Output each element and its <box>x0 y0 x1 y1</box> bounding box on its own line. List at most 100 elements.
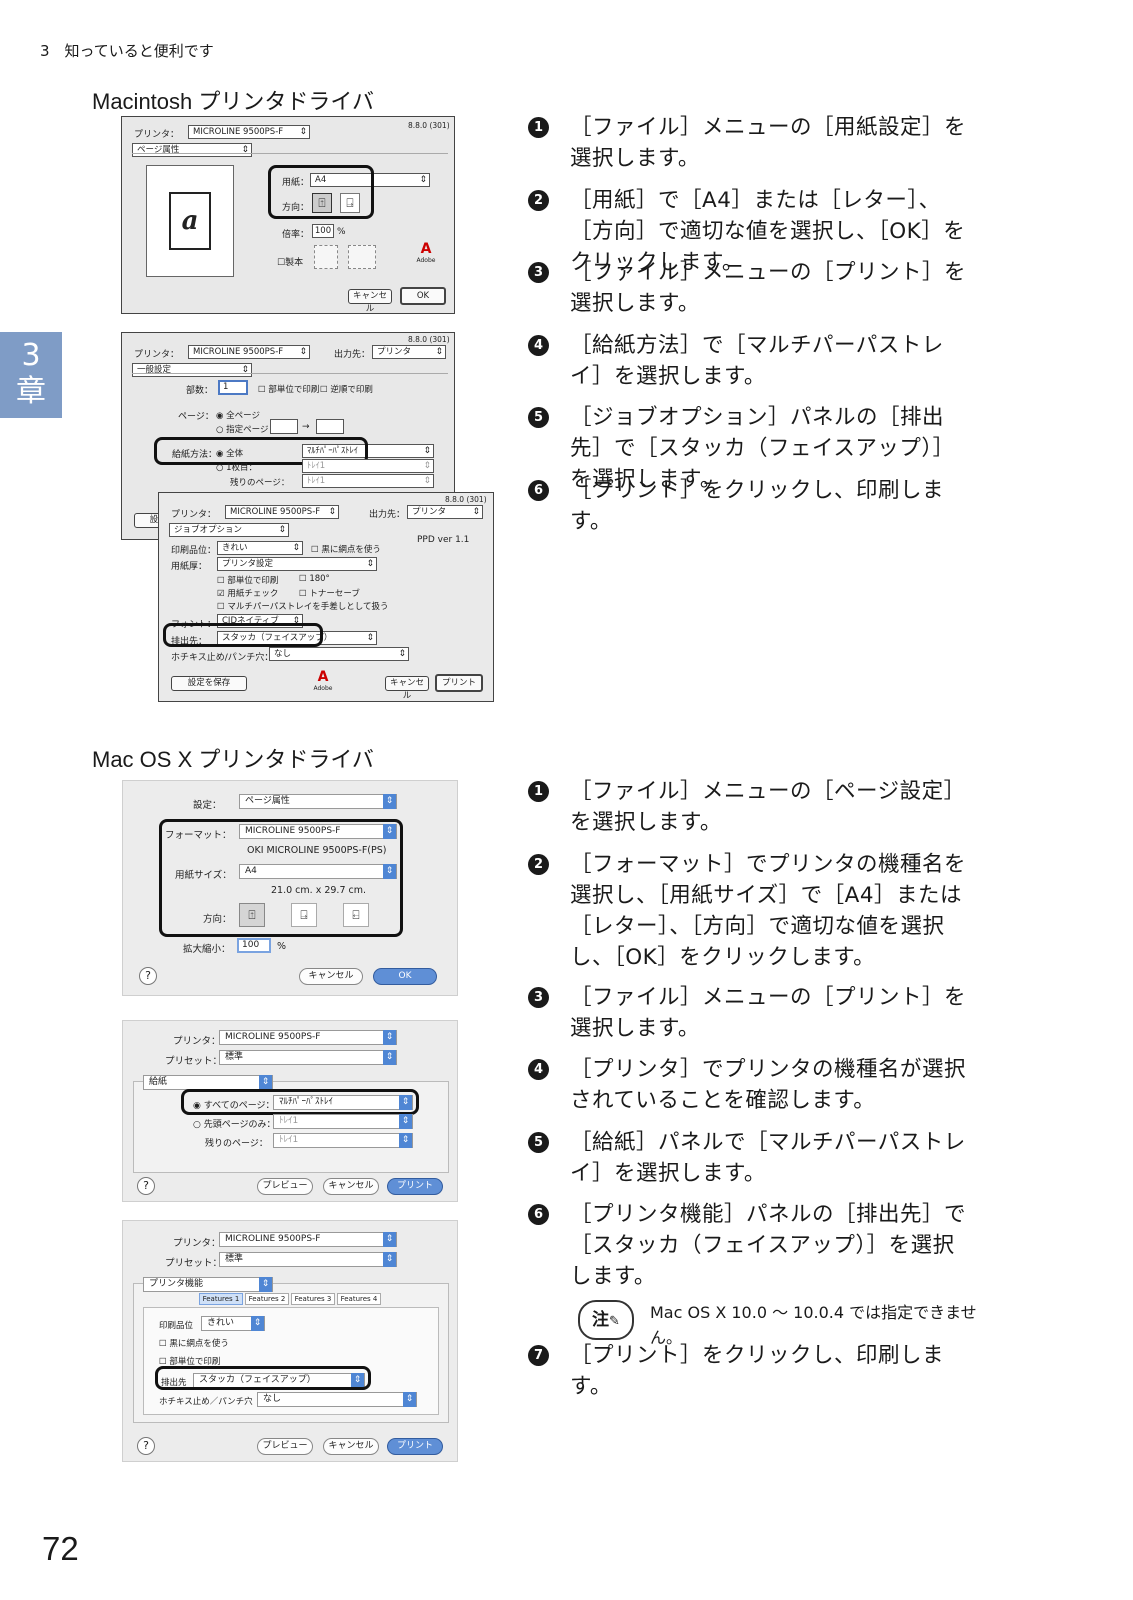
print-button[interactable]: プリント <box>387 1178 443 1195</box>
toner-save-checkbox[interactable]: ☐ トナーセーブ <box>299 589 360 599</box>
output-select[interactable]: スタッカ（フェイスアップ） <box>193 1373 365 1388</box>
cancel-button[interactable]: キャンセル <box>348 289 392 314</box>
osx-paper-feed-sheet: プリンタ： MICROLINE 9500PS-F プリセット： 標準 給紙 ◉ … <box>122 1020 458 1202</box>
printer-select[interactable]: MICROLINE 9500PS-F <box>188 345 310 359</box>
all-pages-radio[interactable]: ◉ すべてのページ： <box>193 1101 275 1111</box>
reverse-landscape-icon[interactable]: ⍇ <box>343 903 369 927</box>
collate-checkbox[interactable]: ☐ 部単位で印刷 <box>159 1357 221 1367</box>
portrait-icon[interactable]: ⍐ <box>312 193 332 213</box>
save-settings-button[interactable]: 設定を保存 <box>171 676 247 691</box>
adobe-logo-text: Adobe <box>416 257 436 264</box>
print-button[interactable]: プリント <box>387 1438 443 1455</box>
printer-label: プリンタ： <box>171 510 217 520</box>
preset-select[interactable]: 標準 <box>219 1050 397 1065</box>
printer-label: プリンタ： <box>134 130 180 140</box>
rest-pages-select[interactable]: ﾄﾚｲ1 <box>302 474 434 488</box>
rotate-checkbox[interactable]: ☐ 180° <box>299 574 330 584</box>
range-to-input[interactable] <box>316 419 344 434</box>
all-pages-radio[interactable]: ◉ 全ページ <box>216 411 260 421</box>
mac-step-1: 1［ファイル］メニューの［用紙設定］を選択します。 <box>528 112 968 174</box>
running-header: 3 知っていると便利です <box>40 42 214 60</box>
help-icon[interactable]: ? <box>139 967 157 985</box>
panel-select[interactable]: 一般設定 <box>132 363 252 377</box>
page-range-radio[interactable]: ○ 指定ページ <box>216 425 269 435</box>
all-pages-select[interactable]: ﾏﾙﾁﾊﾟｰﾊﾟｽﾄﾚｲ <box>273 1095 413 1110</box>
orientation-label: 方向： <box>203 914 232 925</box>
panel-select[interactable]: 給紙 <box>143 1075 273 1090</box>
manual-feed-checkbox[interactable]: ☐ マルチパーパストレイを手差しとして扱う <box>217 602 389 612</box>
printer-select[interactable]: MICROLINE 9500PS-F <box>188 125 310 139</box>
paper-select[interactable]: A4 <box>310 173 430 187</box>
quality-select[interactable]: きれい <box>201 1316 265 1331</box>
osx-step-2: 2［フォーマット］でプリンタの機種名を選択し、［用紙サイズ］で［A4］または［レ… <box>528 849 968 973</box>
staple-select[interactable]: なし <box>269 647 409 661</box>
first-page-select[interactable]: ﾄﾚｲ1 <box>273 1114 413 1129</box>
osx-step-3: 3［ファイル］メニューの［プリント］を選択します。 <box>528 982 968 1044</box>
help-icon[interactable]: ? <box>137 1437 155 1455</box>
settings-select[interactable]: ページ属性 <box>239 794 397 809</box>
preset-select[interactable]: 標準 <box>219 1252 397 1267</box>
destination-label: 出力先： <box>369 510 406 520</box>
first-page-radio[interactable]: ○ 先頭ページのみ： <box>193 1120 276 1130</box>
panel-select[interactable]: ページ属性 <box>132 143 252 157</box>
mac-step-2: 2［用紙］で［A4］または［レター］、［方向］で適切な値を選択し、［OK］をクリ… <box>528 185 968 278</box>
preview-glyph: a <box>169 192 211 250</box>
step-text: ［用紙］で［A4］または［レター］、［方向］で適切な値を選択し、［OK］をクリッ… <box>570 188 966 275</box>
ok-button[interactable]: OK <box>400 287 446 305</box>
portrait-icon[interactable]: ⍐ <box>239 903 265 927</box>
book-checkbox[interactable]: ☐製本 <box>277 258 304 268</box>
media-select[interactable]: プリンタ設定 <box>217 557 377 571</box>
reverse-checkbox[interactable]: ☐ 逆順で印刷 <box>320 385 373 395</box>
cancel-button[interactable]: キャンセル <box>323 1178 379 1195</box>
paper-check-checkbox[interactable]: ☑ 用紙チェック <box>217 589 279 599</box>
version-label: 8.8.0 (301) <box>408 121 450 130</box>
black-halftone-checkbox[interactable]: ☐ 黒に網点を使う <box>311 545 381 555</box>
quality-select[interactable]: きれい <box>217 541 303 555</box>
printer-label: プリンタ： <box>173 1238 221 1249</box>
tab-features-2[interactable]: Features 2 <box>245 1293 289 1305</box>
paper-source-select[interactable]: ﾏﾙﾁﾊﾟｰﾊﾟｽﾄﾚｲ <box>302 444 434 458</box>
all-radio[interactable]: ◉ 全体 <box>216 449 244 459</box>
printer-select[interactable]: MICROLINE 9500PS-F <box>225 505 339 519</box>
black-halftone-checkbox[interactable]: ☐ 黒に網点を使う <box>159 1339 229 1349</box>
note-text: Mac OS X 10.0 〜 10.0.4 では指定できません。 <box>650 1303 977 1347</box>
destination-select[interactable]: プリンタ <box>372 345 446 359</box>
first-page-radio[interactable]: ○ 1枚目： <box>216 463 258 473</box>
help-icon[interactable]: ? <box>137 1177 155 1195</box>
collate-checkbox[interactable]: ☐ 部単位で印刷 <box>217 576 279 586</box>
printer-select[interactable]: MICROLINE 9500PS-F <box>219 1030 397 1045</box>
printer-select[interactable]: MICROLINE 9500PS-F <box>219 1232 397 1247</box>
mac-step-3: 3［ファイル］メニューの［プリント］を選択します。 <box>528 257 968 319</box>
cancel-button[interactable]: キャンセル <box>299 968 363 985</box>
mac-step-5: 5［ジョブオプション］パネルの［排出先］で［スタッカ（フェイスアップ）］を選択し… <box>528 402 968 495</box>
range-from-input[interactable] <box>270 419 298 434</box>
first-page-select[interactable]: ﾄﾚｲ1 <box>302 459 434 473</box>
destination-label: 出力先： <box>334 350 371 360</box>
print-button[interactable]: プリント <box>435 674 483 692</box>
preview-button[interactable]: プレビュー <box>257 1438 313 1455</box>
rest-pages-select[interactable]: ﾄﾚｲ1 <box>273 1133 413 1148</box>
destination-select[interactable]: プリンタ <box>407 505 483 519</box>
tab-features-1[interactable]: Features 1 <box>199 1293 243 1305</box>
note-badge: 注✎ <box>578 1300 634 1340</box>
step-text: ［ファイル］メニューの［プリント］を選択します。 <box>570 985 967 1041</box>
scale-input[interactable]: 100 <box>312 224 334 238</box>
collate-checkbox[interactable]: ☐ 部単位で印刷 <box>258 385 320 395</box>
tab-features-4[interactable]: Features 4 <box>337 1293 381 1305</box>
preview-button[interactable]: プレビュー <box>257 1178 313 1195</box>
chapter-tab: 3 章 <box>0 332 62 418</box>
panel-select[interactable]: ジョブオプション <box>169 523 289 537</box>
orientation-label: 方向： <box>282 203 310 213</box>
ok-button[interactable]: OK <box>373 968 437 985</box>
cancel-button[interactable]: キャンセル <box>385 676 429 701</box>
scale-input[interactable]: 100 <box>237 938 271 953</box>
landscape-icon[interactable]: ⍈ <box>340 193 360 213</box>
paper-size-select[interactable]: A4 <box>239 864 397 879</box>
landscape-icon[interactable]: ⍈ <box>291 903 317 927</box>
staple-select[interactable]: なし <box>257 1392 417 1407</box>
cancel-button[interactable]: キャンセル <box>323 1438 379 1455</box>
panel-select[interactable]: プリンタ機能 <box>143 1277 273 1292</box>
copies-input[interactable]: 1 <box>218 380 248 395</box>
format-select[interactable]: MICROLINE 9500PS-F <box>239 824 397 839</box>
tab-features-3[interactable]: Features 3 <box>291 1293 335 1305</box>
